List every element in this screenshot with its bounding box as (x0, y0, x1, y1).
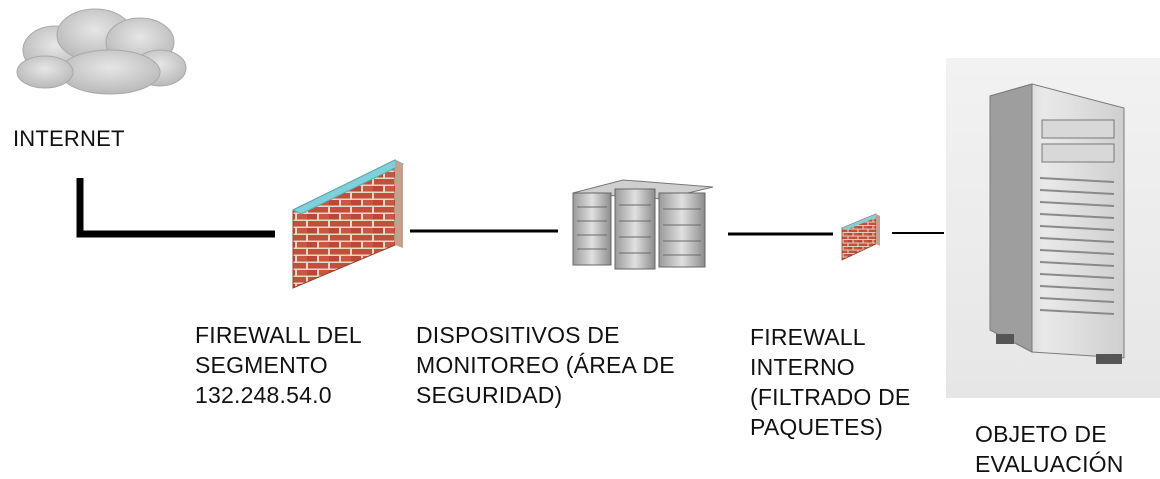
brick-wall-icon (841, 213, 880, 261)
monitoring-label: DISPOSITIVOS DE MONITOREO (ÁREA DE SEGUR… (416, 322, 675, 408)
cloud-icon (16, 8, 187, 95)
server-rack-icon (572, 179, 714, 270)
firewall-internal-label: FIREWALL INTERNO (FILTRADO DE PAQUETES) (750, 324, 911, 440)
brick-wall-icon (291, 159, 405, 289)
tower-server-icon (946, 58, 1160, 398)
firewall-segment-label: FIREWALL DEL SEGMENTO 132.248.54.0 (195, 322, 362, 408)
internet-to-firewall-connector (76, 178, 275, 238)
internet-label: INTERNET (13, 126, 125, 151)
target-label: OBJETO DE EVALUACIÓN (975, 421, 1124, 477)
internet-node (0, 0, 200, 110)
